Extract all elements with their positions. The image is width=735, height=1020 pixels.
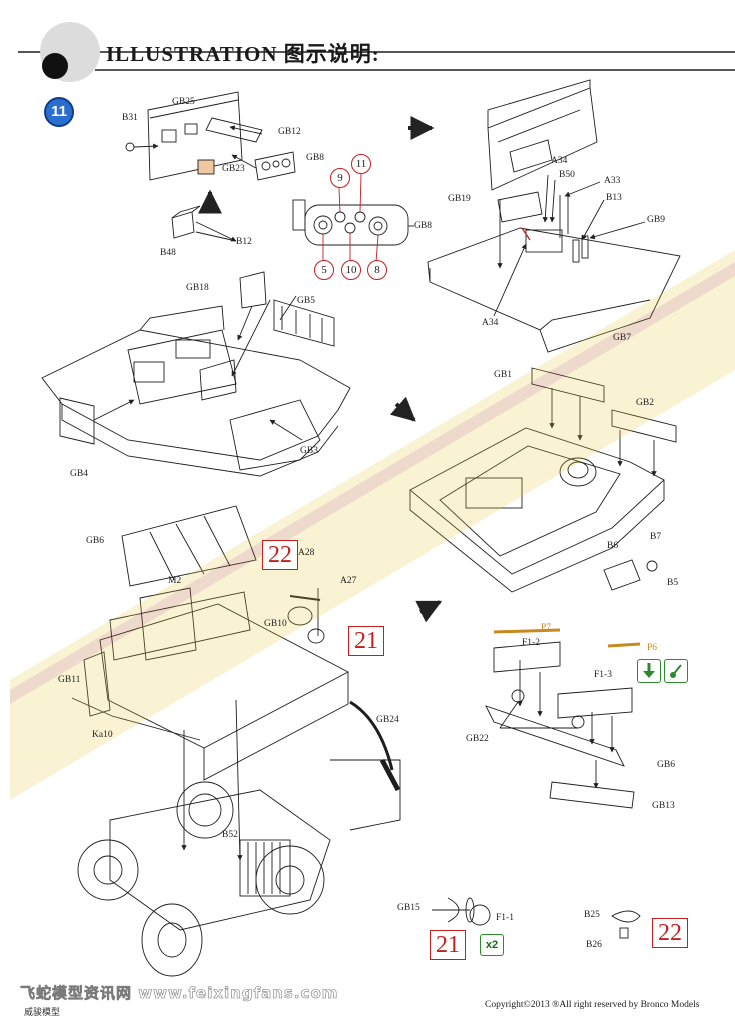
part-label-gb11: GB11 (58, 675, 81, 685)
part-label-b12: B12 (236, 237, 252, 247)
part-label-gb19: GB19 (448, 194, 471, 204)
part-label-a34-top: A34 (551, 156, 568, 166)
part-label-gb5: GB5 (297, 296, 315, 306)
part-label-a33: A33 (604, 176, 621, 186)
part-label-a28: A28 (298, 548, 315, 558)
part-label-b6: B6 (607, 541, 619, 551)
part-label-gb23: GB23 (222, 164, 245, 174)
part-label-b26: B26 (586, 940, 602, 950)
gauge-callout-11: 11 (351, 154, 371, 174)
part-label-b13: B13 (606, 193, 622, 203)
part-label-gb10: GB10 (264, 619, 287, 629)
step-number-badge: 11 (44, 97, 74, 127)
part-label-gb2: GB2 (636, 398, 654, 408)
part-label-gb13: GB13 (652, 801, 675, 811)
part-label-b52: B52 (222, 830, 238, 840)
part-label-b48: B48 (160, 248, 176, 258)
part-label-b25: B25 (584, 910, 600, 920)
glue-drop-icon (664, 659, 688, 683)
watermark-band (10, 250, 735, 800)
part-label-gb24: GB24 (376, 715, 399, 725)
part-label-ka10: Ka10 (92, 730, 113, 740)
publisher-mark: 威骏模型 (24, 1007, 61, 1017)
part-label-a34-bottom: A34 (482, 318, 499, 328)
copyright-notice: Copyright©2013 ®All right reserved by Br… (485, 1000, 700, 1010)
part-label-gb3: GB3 (300, 446, 318, 456)
part-label-gb1: GB1 (494, 370, 512, 380)
part-label-p7: P7 (541, 623, 552, 633)
part-label-gb6-bottom: GB6 (657, 760, 675, 770)
quantity-x2-badge: x2 (480, 934, 504, 956)
part-label-f1-1: F1-1 (496, 913, 514, 923)
gauge-callout-10: 10 (341, 260, 361, 280)
gauge-callout-9: 9 (330, 168, 350, 188)
part-label-f1-3: F1-3 (594, 670, 612, 680)
gauge-callout-5: 5 (314, 260, 334, 280)
part-label-p6: P6 (647, 643, 658, 653)
part-label-gb25: GB25 (172, 97, 195, 107)
color-ref-21-top: 21 (348, 626, 384, 656)
part-label-a27: A27 (340, 576, 357, 586)
part-label-b7: B7 (650, 532, 662, 542)
part-label-gb4: GB4 (70, 469, 88, 479)
color-ref-21-bottom: 21 (430, 930, 466, 960)
paint-flow-icon (637, 659, 661, 683)
part-label-gb7: GB7 (613, 333, 631, 343)
part-label-b5: B5 (667, 578, 679, 588)
part-label-m2: M2 (168, 576, 182, 586)
part-label-gb22: GB22 (466, 734, 489, 744)
part-label-b50: B50 (559, 170, 575, 180)
gauge-callout-8: 8 (367, 260, 387, 280)
part-label-gb12: GB12 (278, 127, 301, 137)
part-label-gb9: GB9 (647, 215, 665, 225)
page-title: ILLUSTRATION 图示说明: (106, 42, 380, 66)
part-label-gb8-detail: GB8 (414, 221, 432, 231)
part-label-gb15: GB15 (397, 903, 420, 913)
part-label-b31: B31 (122, 113, 138, 123)
color-ref-22-top: 22 (262, 540, 298, 570)
part-label-gb18: GB18 (186, 283, 209, 293)
part-label-gb6-top: GB6 (86, 536, 104, 546)
part-label-gb8-top: GB8 (306, 153, 324, 163)
part-label-f1-2: F1-2 (522, 638, 540, 648)
color-ref-22-bottom: 22 (652, 918, 688, 948)
website-watermark: 飞蛇模型资讯网 www.feixingfans.com (20, 984, 339, 1003)
